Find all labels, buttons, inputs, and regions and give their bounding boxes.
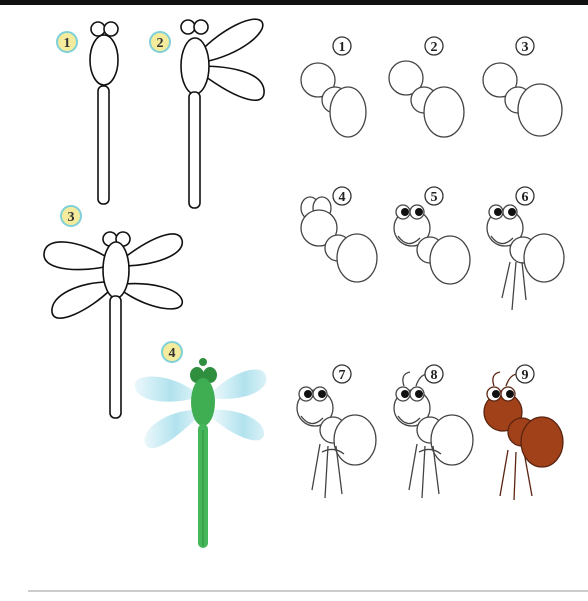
step-badge: 9	[516, 365, 534, 383]
dragonfly-step-2	[181, 19, 264, 208]
step-number: 9	[522, 368, 529, 383]
step-badge: 8	[425, 365, 443, 383]
ant-step-1	[301, 63, 366, 137]
step-number: 5	[431, 190, 438, 205]
step-number: 8	[431, 368, 438, 383]
step-badge: 2	[425, 37, 443, 55]
step-number: 3	[522, 40, 529, 55]
step-badge: 1	[57, 32, 77, 52]
ant-step-2	[389, 61, 464, 137]
step-badge: 4	[333, 187, 351, 205]
step-badge: 6	[516, 187, 534, 205]
ant-step-3	[483, 63, 562, 136]
step-badge: 5	[425, 187, 443, 205]
step-number: 4	[169, 346, 176, 361]
step-badge: 4	[162, 342, 182, 362]
step-number: 2	[431, 40, 438, 55]
ant-step-4	[301, 197, 377, 282]
step-number: 3	[68, 210, 75, 225]
ant-step-5	[394, 205, 470, 284]
dragonfly-step-1	[90, 22, 118, 204]
step-number: 2	[157, 36, 164, 51]
step-badge: 3	[516, 37, 534, 55]
step-number: 4	[339, 190, 346, 205]
step-number: 6	[522, 190, 529, 205]
ant-step-8	[394, 372, 473, 498]
step-number: 7	[339, 368, 346, 383]
step-number: 1	[64, 36, 71, 51]
step-badge: 3	[61, 206, 81, 226]
dragonfly-step-4	[135, 358, 267, 548]
step-badge: 7	[333, 365, 351, 383]
step-badge: 1	[333, 37, 351, 55]
step-number: 1	[339, 40, 346, 55]
ant-step-9	[484, 372, 563, 500]
step-badge: 2	[150, 32, 170, 52]
ant-step-6	[487, 205, 564, 310]
ant-step-7	[297, 387, 376, 498]
bottom-divider	[28, 590, 588, 592]
